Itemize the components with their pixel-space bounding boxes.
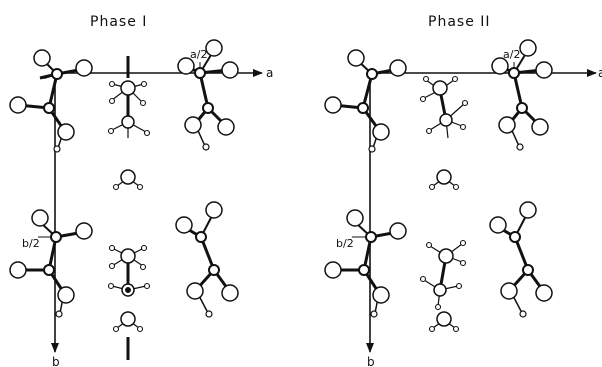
small-molecule: [428, 169, 460, 191]
small-molecule: [112, 311, 144, 333]
b-axis-label: b: [52, 355, 60, 367]
molecule: [9, 49, 93, 153]
a-axis-label: a: [598, 66, 602, 80]
small-molecule: [112, 169, 144, 191]
small-molecule: [428, 311, 460, 333]
molecule: [489, 201, 553, 318]
panel-phase-1: Phase I a b a/2 b/2: [9, 14, 273, 367]
molecule: [177, 39, 239, 151]
molecule: [491, 39, 553, 151]
molecule: [175, 201, 239, 318]
molecule: [324, 209, 407, 318]
b-half-label: b/2: [336, 237, 354, 250]
central-group: [107, 80, 151, 138]
molecule: [9, 209, 93, 318]
panel-title: Phase I: [90, 14, 147, 30]
molecule: [324, 49, 407, 153]
a-half-label: a/2: [503, 48, 520, 61]
a-half-label: a/2: [190, 48, 207, 61]
central-group: [107, 244, 151, 297]
central-group: [419, 239, 467, 311]
central-group: [419, 75, 469, 139]
panel-phase-2: Phase II b a a/2 b/2: [324, 14, 602, 367]
b-half-label: b/2: [22, 237, 40, 250]
b-axis-label: b: [367, 355, 375, 367]
panel-title: Phase II: [428, 14, 491, 30]
a-axis-label: a: [266, 66, 273, 80]
